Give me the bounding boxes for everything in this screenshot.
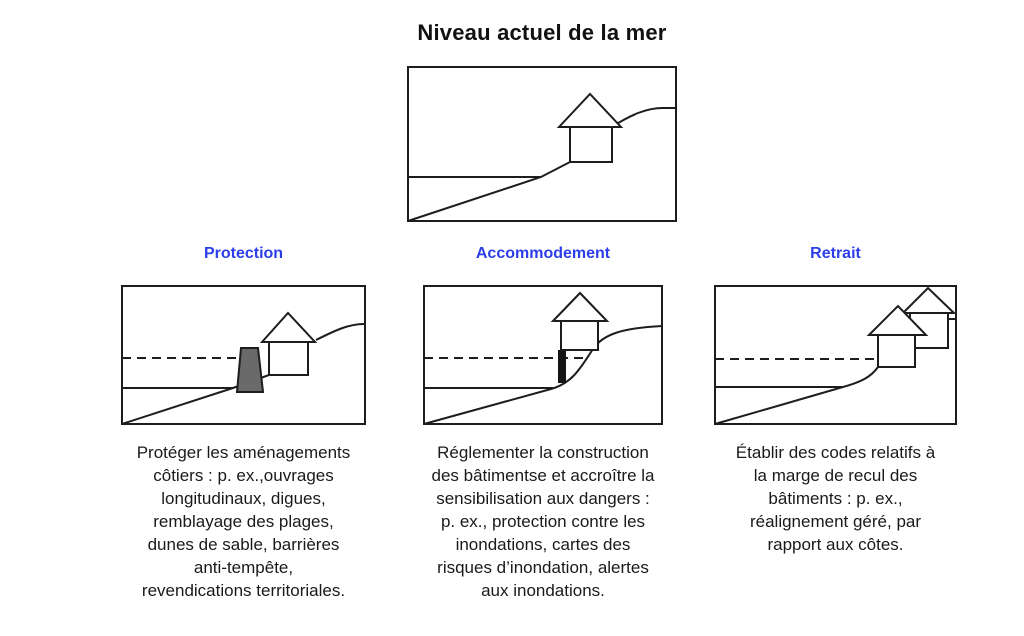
label-protection: Protection <box>203 245 284 262</box>
original-house-roof-shape <box>866 304 929 336</box>
description-protection: Protéger les aménagements côtiers : p. e… <box>136 443 351 600</box>
accommodement-diagram <box>423 285 663 425</box>
diagram-frame <box>423 285 663 425</box>
house-roof-shape <box>259 311 318 343</box>
elevated-house-shape <box>560 320 599 351</box>
diagram-frame <box>121 285 366 425</box>
retrait-diagram <box>714 285 957 425</box>
stilt-shape <box>558 350 566 383</box>
diagram-frame <box>714 285 957 425</box>
coastline-slope <box>423 325 663 425</box>
house-shape <box>569 126 613 163</box>
coastline-slope <box>714 366 879 425</box>
original-house-shape <box>877 334 916 368</box>
protection-diagram <box>121 285 366 425</box>
page-title: Niveau actuel de la mer <box>417 20 667 45</box>
label-accommodement: Accommodement <box>475 245 611 262</box>
description-retrait: Établir des codes relatifs à la marge de… <box>735 443 936 554</box>
diagram-frame <box>407 66 677 222</box>
hill-line <box>315 323 365 341</box>
seawall-shape <box>235 347 265 393</box>
relocated-house-roof-shape <box>900 286 957 314</box>
house-roof-shape <box>550 291 610 322</box>
current-sea-level-diagram <box>407 66 677 222</box>
house-roof-shape <box>556 92 624 128</box>
label-retrait: Retrait <box>810 245 861 262</box>
house-shape <box>268 341 309 376</box>
coastline-slope <box>407 161 571 222</box>
description-accommodement: Réglementer la construction des bâtiment… <box>431 443 655 600</box>
